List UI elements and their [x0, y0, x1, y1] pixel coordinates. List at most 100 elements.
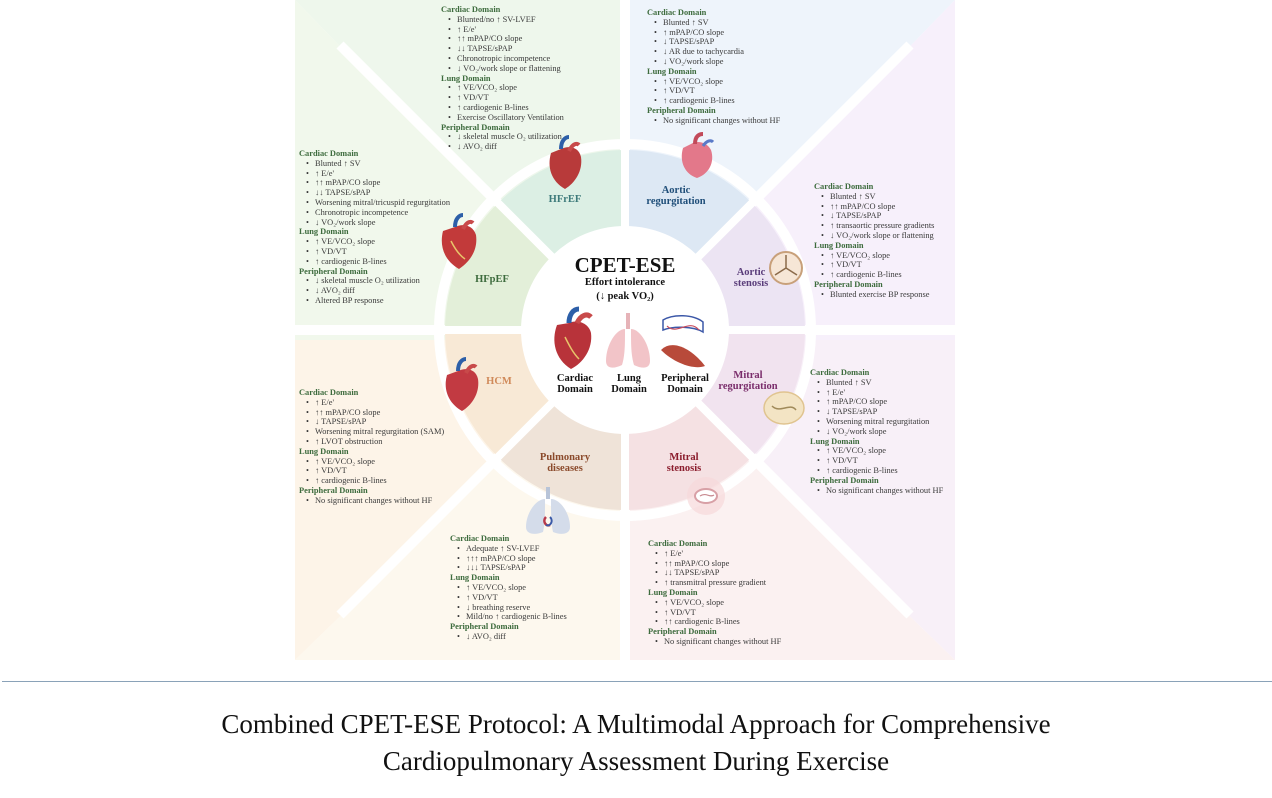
- finding-item: ↑↑ mPAP/CO slope: [814, 202, 934, 212]
- caption-line-2: Cardiopulmonary Assessment During Exerci…: [382, 746, 890, 776]
- ms-valve-icon: [687, 477, 725, 515]
- domain-heading: Peripheral Domain: [648, 627, 717, 637]
- finding-item: ↓ AR due to tachycardia: [647, 47, 780, 57]
- domain-heading: Lung Domain: [299, 446, 349, 456]
- figure-caption: Combined CPET-ESE Protocol: A Multimodal…: [0, 706, 1272, 780]
- finding-item: ↑ VD/VT: [441, 93, 564, 103]
- domain-heading: Cardiac Domain: [810, 368, 870, 377]
- as-valve-icon: [769, 251, 803, 285]
- finding-item: ↑ VD/VT: [299, 247, 450, 257]
- finding-item: Blunted ↑ SV: [299, 159, 450, 169]
- domain-heading: Peripheral Domain: [441, 122, 510, 132]
- finding-item: ↓ VO₂/work slope: [810, 427, 943, 437]
- center-domain-lung-line-2: Domain: [611, 384, 647, 395]
- segment-label-ar-line-2: regurgitation: [646, 196, 705, 207]
- finding-item: ↑ E/e': [441, 25, 564, 35]
- finding-item: ↑ VE/VCO₂ slope: [441, 83, 564, 93]
- finding-item: Altered BP response: [299, 296, 450, 306]
- segment-label-ms-line-1: Mitral: [669, 452, 698, 463]
- findings-ar: Cardiac DomainBlunted ↑ SV↑ mPAP/CO slop…: [647, 8, 780, 126]
- finding-item: ↓ AVO₂ diff: [299, 286, 450, 296]
- segment-label-pd-line-1: Pulmonary: [540, 452, 591, 463]
- findings-as: Cardiac DomainBlunted ↑ SV↑↑ mPAP/CO slo…: [814, 182, 934, 300]
- finding-item: ↑ cardiogenic B-lines: [299, 476, 444, 486]
- domain-heading: Lung Domain: [647, 66, 697, 76]
- domain-heading: Peripheral Domain: [647, 105, 716, 115]
- findings-ms: Cardiac Domain↑ E/e'↑↑ mPAP/CO slope↓↓ T…: [648, 539, 781, 647]
- domain-heading: Cardiac Domain: [814, 182, 874, 191]
- hfpef-heart-icon: [441, 213, 477, 269]
- domain-heading: Cardiac Domain: [441, 5, 501, 14]
- segment-label-hfpef: HFpEF: [475, 274, 509, 285]
- finding-item: ↑ VE/VCO₂ slope: [299, 237, 450, 247]
- segment-label-as-line-1: Aortic: [737, 267, 766, 278]
- finding-item: ↓ VO₂/work slope: [647, 57, 780, 67]
- segment-label-hcm: HCM: [486, 376, 512, 387]
- domain-heading: Peripheral Domain: [299, 266, 368, 276]
- domain-heading: Lung Domain: [814, 240, 864, 250]
- finding-item: ↑ LVOT obstruction: [299, 437, 444, 447]
- finding-item: ↑ E/e': [810, 388, 943, 398]
- finding-item: ↑ VD/VT: [810, 456, 943, 466]
- segment-label-pd-line-2: diseases: [547, 463, 583, 474]
- finding-item: ↓ skeletal muscle O₂ utilization: [441, 132, 564, 142]
- finding-item: ↑ mPAP/CO slope: [810, 397, 943, 407]
- finding-item: ↑ VE/VCO₂ slope: [810, 446, 943, 456]
- segment-label-ms-line-2: stenosis: [667, 463, 701, 474]
- finding-item: ↑ VE/VCO₂ slope: [450, 583, 567, 593]
- finding-item: Mild/no ↑ cardiogenic B-lines: [450, 612, 567, 622]
- segment-label-as-line-2: stenosis: [734, 278, 768, 289]
- finding-item: ↑↑ mPAP/CO slope: [299, 408, 444, 418]
- findings-pd: Cardiac DomainAdequate ↑ SV-LVEF↑↑↑ mPAP…: [450, 534, 567, 642]
- finding-item: ↓ TAPSE/sPAP: [299, 417, 444, 427]
- finding-item: ↑↑ mPAP/CO slope: [441, 34, 564, 44]
- wheel-diagram: CPET-ESE Effort intolerance (↓ peak VO₂)…: [295, 0, 955, 660]
- finding-item: ↑ VD/VT: [450, 593, 567, 603]
- finding-item: ↓ TAPSE/sPAP: [814, 211, 934, 221]
- finding-item: ↓ VO₂/work slope or flattening: [814, 231, 934, 241]
- domain-heading: Lung Domain: [810, 436, 860, 446]
- finding-item: ↓ VO₂/work slope or flattening: [441, 64, 564, 74]
- diagram-figure: CPET-ESE Effort intolerance (↓ peak VO₂)…: [0, 0, 1272, 690]
- findings-hcm: Cardiac Domain↑ E/e'↑↑ mPAP/CO slope↓ TA…: [299, 388, 444, 506]
- finding-item: Blunted ↑ SV: [814, 192, 934, 202]
- finding-item: No significant changes without HF: [648, 637, 781, 647]
- finding-item: Blunted ↑ SV: [647, 18, 780, 28]
- center-domain-cardiac-line-1: Cardiac: [557, 373, 594, 384]
- finding-item: ↓ skeletal muscle O₂ utilization: [299, 276, 450, 286]
- domain-heading: Lung Domain: [299, 227, 349, 237]
- finding-item: ↑ cardiogenic B-lines: [299, 257, 450, 267]
- finding-item: Worsening mitral regurgitation (SAM): [299, 427, 444, 437]
- finding-item: ↑ E/e': [299, 169, 450, 179]
- hcm-heart-icon: [445, 357, 479, 411]
- domain-heading: Cardiac Domain: [299, 149, 359, 158]
- finding-item: ↑ transaortic pressure gradients: [814, 221, 934, 231]
- finding-item: Adequate ↑ SV-LVEF: [450, 544, 567, 554]
- finding-item: ↑ cardiogenic B-lines: [647, 96, 780, 106]
- finding-item: ↑ VE/VCO₂ slope: [814, 251, 934, 261]
- findings-mr: Cardiac DomainBlunted ↑ SV↑ E/e'↑ mPAP/C…: [810, 368, 943, 495]
- pd-lung-icon: [526, 487, 570, 534]
- domain-heading: Cardiac Domain: [450, 534, 510, 543]
- finding-item: ↓↓↓ TAPSE/sPAP: [450, 563, 567, 573]
- center-heart-icon: [554, 306, 593, 369]
- finding-item: Worsening mitral regurgitation: [810, 417, 943, 427]
- finding-item: ↓ TAPSE/sPAP: [810, 407, 943, 417]
- finding-item: ↓ AVO₂ diff: [450, 632, 567, 642]
- ring-outline: [434, 139, 816, 521]
- finding-item: ↑ VD/VT: [648, 608, 781, 618]
- center-domain-peripheral-line-2: Domain: [667, 384, 703, 395]
- finding-item: ↑ VE/VCO₂ slope: [647, 77, 780, 87]
- finding-item: Chronotropic incompetence: [299, 208, 450, 218]
- findings-hfpef: Cardiac DomainBlunted ↑ SV↑ E/e'↑↑ mPAP/…: [299, 149, 450, 306]
- finding-item: ↓ AVO₂ diff: [441, 142, 564, 152]
- finding-item: ↑ VD/VT: [647, 86, 780, 96]
- finding-item: Worsening mitral/tricuspid regurgitation: [299, 198, 450, 208]
- finding-item: Blunted ↑ SV: [810, 378, 943, 388]
- finding-item: ↑ VE/VCO₂ slope: [648, 598, 781, 608]
- domain-heading: Peripheral Domain: [814, 279, 883, 289]
- finding-item: Blunted/no ↑ SV-LVEF: [441, 15, 564, 25]
- center-subtitle-2: (↓ peak VO₂): [596, 291, 654, 302]
- center-muscle-icon: [661, 315, 705, 368]
